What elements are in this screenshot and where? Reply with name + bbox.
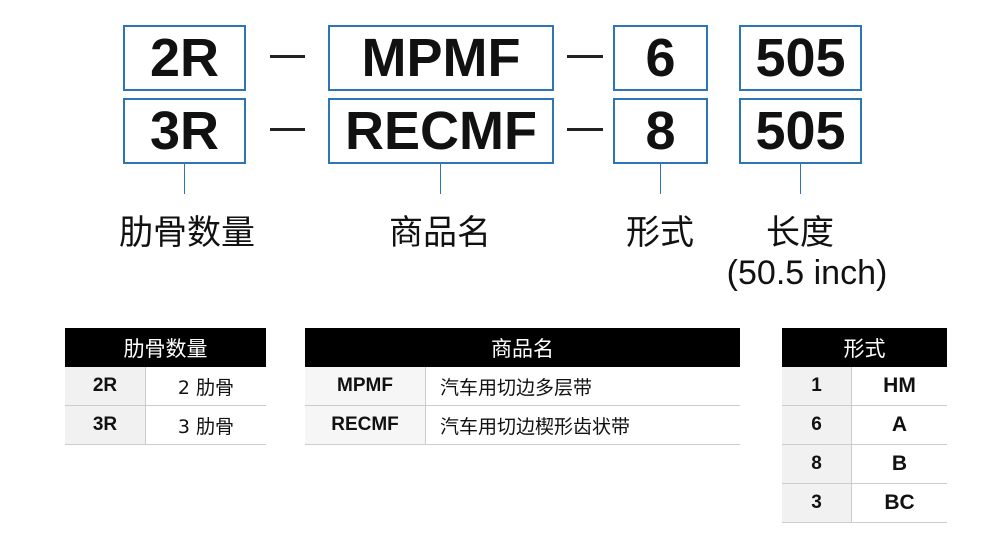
cell-desc: BC [851,483,947,523]
cell-code: RECMF [305,405,426,445]
label-form: 形式 [626,213,694,253]
cell-desc: 汽车用切边楔形齿状带 [425,405,740,445]
form-table-header: 形式 [782,328,947,367]
code-box-ribs-2: 3R [123,98,246,164]
label-length: 长度 [766,213,834,253]
separator-dash [567,55,603,58]
separator-dash [270,55,305,58]
separator-dash [270,128,305,131]
cell-desc: 3 肋骨 [145,405,266,445]
cell-desc: HM [851,367,947,406]
ribs-table-header: 肋骨数量 [65,328,266,367]
connector-line [800,164,801,194]
code-box-ribs-1: 2R [123,25,246,91]
label-product: 商品名 [389,213,491,253]
cell-code: 8 [782,444,852,484]
code-box-product-1: MPMF [328,25,554,91]
cell-code: 2R [65,367,146,406]
separator-dash [567,128,603,131]
cell-desc: B [851,444,947,484]
connector-line [660,164,661,194]
label-length-note: (50.5 inch) [726,254,888,292]
code-box-form-1: 6 [613,25,708,91]
cell-code: 3 [782,483,852,523]
connector-line [184,164,185,194]
label-ribs: 肋骨数量 [119,213,255,253]
cell-desc: 汽车用切边多层带 [425,367,740,406]
code-box-product-2: RECMF [328,98,554,164]
code-box-length-1: 505 [739,25,862,91]
cell-code: 3R [65,405,146,445]
code-box-form-2: 8 [613,98,708,164]
cell-desc: A [851,405,947,445]
cell-code: MPMF [305,367,426,406]
product-table-header: 商品名 [305,328,740,367]
cell-code: 6 [782,405,852,445]
connector-line [440,164,441,194]
cell-desc: 2 肋骨 [145,367,266,406]
cell-code: 1 [782,367,852,406]
code-box-length-2: 505 [739,98,862,164]
